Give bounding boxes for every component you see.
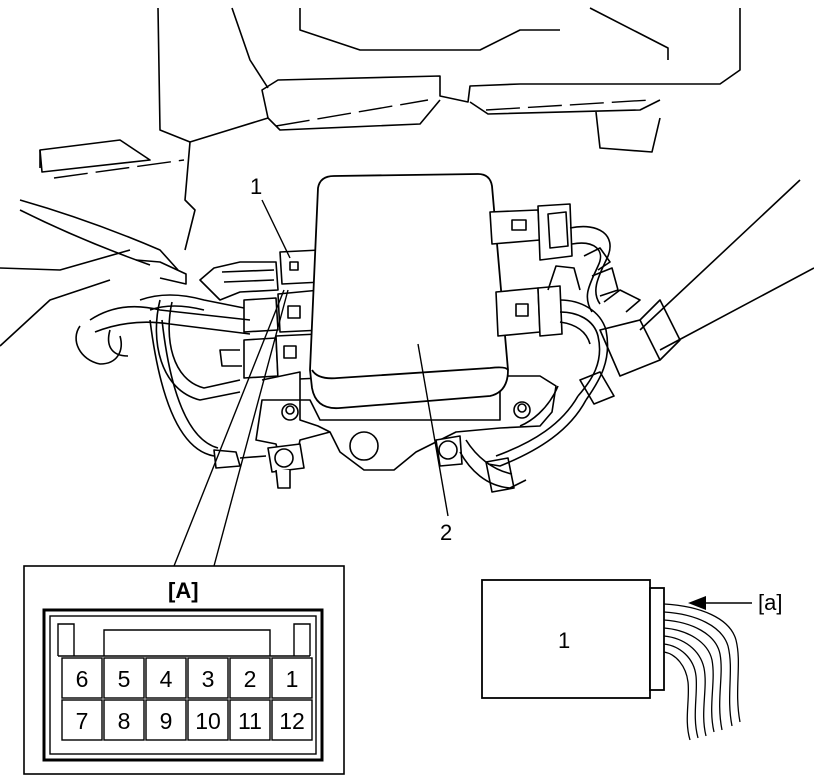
pin-4: 4 <box>160 666 173 692</box>
pin-2: 2 <box>244 666 257 692</box>
inset-a-label: [A] <box>168 578 199 603</box>
connector-side-label: 1 <box>558 628 570 653</box>
pin-1: 1 <box>286 666 299 692</box>
pin-12: 12 <box>279 708 305 734</box>
connector-side-view <box>481 579 665 699</box>
background-dashed-lines <box>53 99 651 179</box>
vehicle-body-outline <box>0 7 814 351</box>
pin-9: 9 <box>160 708 173 734</box>
pin-3: 3 <box>202 666 215 692</box>
right-wire-harness <box>459 225 681 493</box>
control-unit-box <box>309 173 509 410</box>
pin-11: 11 <box>238 708 262 734</box>
pin-numbers-bottom-row: 7 8 9 10 11 12 <box>76 708 305 734</box>
control-unit-base <box>255 371 557 489</box>
wire-label: [a] <box>758 590 782 615</box>
pin-grid <box>61 657 313 741</box>
pin-6: 6 <box>76 666 89 692</box>
callout-2: 2 <box>440 520 452 545</box>
left-wire-harness <box>19 199 279 469</box>
pin-5: 5 <box>118 666 131 692</box>
wire-arrow <box>688 596 752 610</box>
pin-numbers-top-row: 6 5 4 3 2 1 <box>76 666 299 692</box>
leader-lines <box>173 199 449 567</box>
pin-8: 8 <box>118 708 131 734</box>
right-connectors <box>489 203 573 337</box>
pin-10: 10 <box>195 708 221 734</box>
connector-face <box>42 608 324 762</box>
pin-7: 7 <box>76 708 89 734</box>
wire-bundle <box>663 603 741 741</box>
callout-1: 1 <box>250 174 262 199</box>
